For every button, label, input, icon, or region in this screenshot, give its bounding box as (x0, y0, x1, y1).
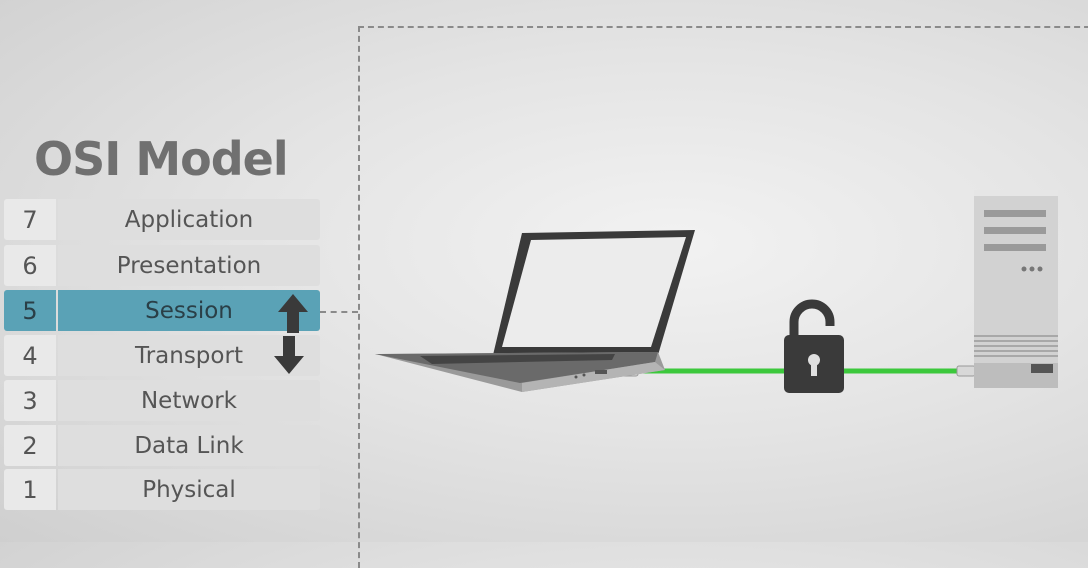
layer-name: Session (58, 290, 320, 331)
layer-number: 3 (4, 380, 56, 421)
layer-name: Data Link (58, 425, 320, 466)
osi-layer-5: 5 Session (4, 290, 320, 331)
osi-layer-6: 6 Presentation (4, 245, 320, 286)
page-title: OSI Model (34, 132, 289, 186)
arrow-up-icon (278, 294, 308, 333)
layer-name: Network (58, 380, 320, 421)
laptop-icon (375, 230, 695, 392)
osi-layer-4: 4 Transport (4, 335, 320, 376)
layer-number: 4 (4, 335, 56, 376)
layer-number: 7 (4, 199, 56, 240)
layer-number: 5 (4, 290, 56, 331)
layer-name: Physical (58, 469, 320, 510)
arrow-down-icon (274, 336, 304, 374)
session-scope-frame (358, 26, 1088, 568)
layer-name: Transport (58, 335, 320, 376)
layer-name: Presentation (58, 245, 320, 286)
layer-number: 6 (4, 245, 56, 286)
server-tower-icon (974, 190, 1058, 388)
osi-layer-3: 3 Network (4, 380, 320, 421)
osi-layer-7: 7 Application (4, 199, 320, 240)
session-connector-line (320, 311, 358, 313)
osi-layer-1: 1 Physical (4, 469, 320, 510)
padlock-open-icon (784, 299, 844, 393)
layer-number: 1 (4, 469, 56, 510)
layer-number: 2 (4, 425, 56, 466)
cable-plug-right (956, 365, 976, 377)
osi-layer-2: 2 Data Link (4, 425, 320, 466)
network-scene (274, 190, 1058, 393)
layer-name: Application (58, 199, 320, 240)
